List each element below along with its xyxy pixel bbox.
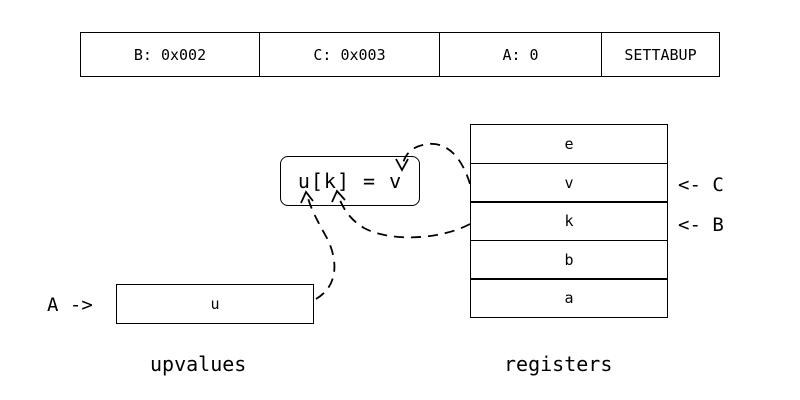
arrowhead-v: [395, 158, 409, 172]
arrow-v-to-expression: [401, 143, 471, 185]
registers-caption: registers: [504, 352, 613, 376]
register-e: e: [470, 124, 668, 164]
expression-box: u[k] = v: [280, 156, 420, 206]
pointer-c-label: <- C: [678, 174, 724, 196]
register-v: v: [470, 162, 668, 203]
register-b: b: [470, 239, 668, 280]
instruction-field-c: C: 0x003: [260, 33, 440, 76]
instruction-opcode: SETTABUP: [624, 45, 697, 64]
pointer-b-label: <- B: [678, 214, 724, 236]
instruction-bar: B: 0x002 C: 0x003 A: 0 SETTABUP: [80, 32, 720, 77]
register-a: a: [470, 278, 668, 318]
upvalues-caption: upvalues: [150, 352, 247, 376]
arrowhead-k: [331, 189, 346, 203]
instruction-field-b: B: 0x002: [81, 33, 260, 76]
arrow-u-to-expression: [306, 193, 336, 300]
pointer-a-label: A ->: [47, 294, 93, 316]
arrowhead-u: [300, 190, 314, 204]
instruction-field-a: A: 0: [440, 33, 602, 76]
arrow-k-to-expression: [337, 193, 471, 239]
register-stack: e v k b a: [470, 124, 668, 318]
upvalue-u: u: [116, 284, 314, 324]
register-k: k: [470, 201, 668, 241]
